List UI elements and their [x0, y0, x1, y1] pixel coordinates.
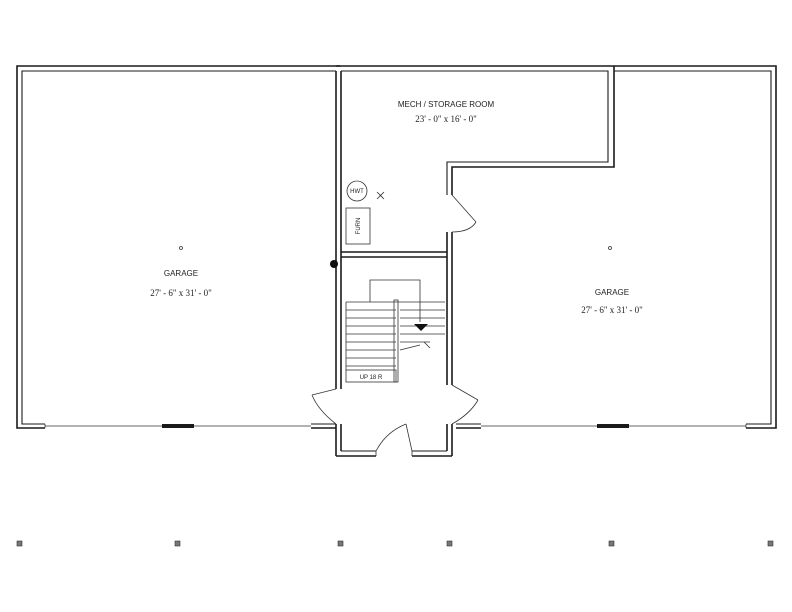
ceiling-lights [179, 246, 612, 268]
garage-left-name: GARAGE [164, 269, 198, 278]
stair-label: UP 18 R [360, 375, 383, 381]
mech-fixtures [345, 180, 385, 245]
mech-room-size: 23' - 0" x 16' - 0" [415, 114, 477, 124]
vestibule-walls [336, 450, 452, 457]
garage-left-walls [16, 65, 340, 429]
switch-symbol [330, 260, 338, 268]
grid-markers [16, 540, 774, 547]
garage-right-size: 27' - 6" x 31' - 0" [581, 305, 643, 315]
mech-room-name: MECH / STORAGE ROOM [398, 100, 495, 109]
center-right-wall [446, 232, 453, 456]
furnace-label: FURN [356, 218, 362, 235]
stair [345, 279, 445, 383]
furnace [345, 207, 371, 245]
mech-room-walls [336, 65, 615, 258]
hwt-label: HWT [350, 189, 364, 195]
garage-right-name: GARAGE [595, 288, 629, 297]
garage-right-walls [456, 65, 777, 429]
center-left-wall [335, 71, 342, 456]
water-heater [346, 180, 368, 202]
garage-left-size: 27' - 6" x 31' - 0" [150, 288, 212, 298]
doors [311, 194, 479, 452]
